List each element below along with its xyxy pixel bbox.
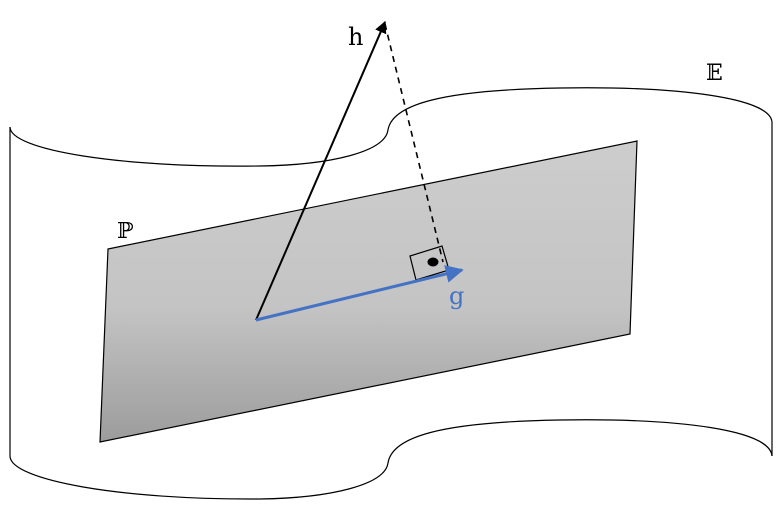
right-angle-dot	[427, 257, 439, 267]
vector-h	[255, 20, 387, 321]
space-e-bottom-edge	[9, 419, 773, 500]
label-h: h	[348, 23, 363, 51]
label-space-e: 𝔼	[706, 61, 723, 86]
space-e-surface	[9, 87, 773, 500]
vector-g	[255, 265, 464, 322]
projection-dashed-line	[384, 23, 444, 263]
label-plane-p: ℙ	[117, 219, 134, 244]
space-e-top-edge	[9, 87, 773, 167]
label-g: g	[449, 282, 464, 310]
